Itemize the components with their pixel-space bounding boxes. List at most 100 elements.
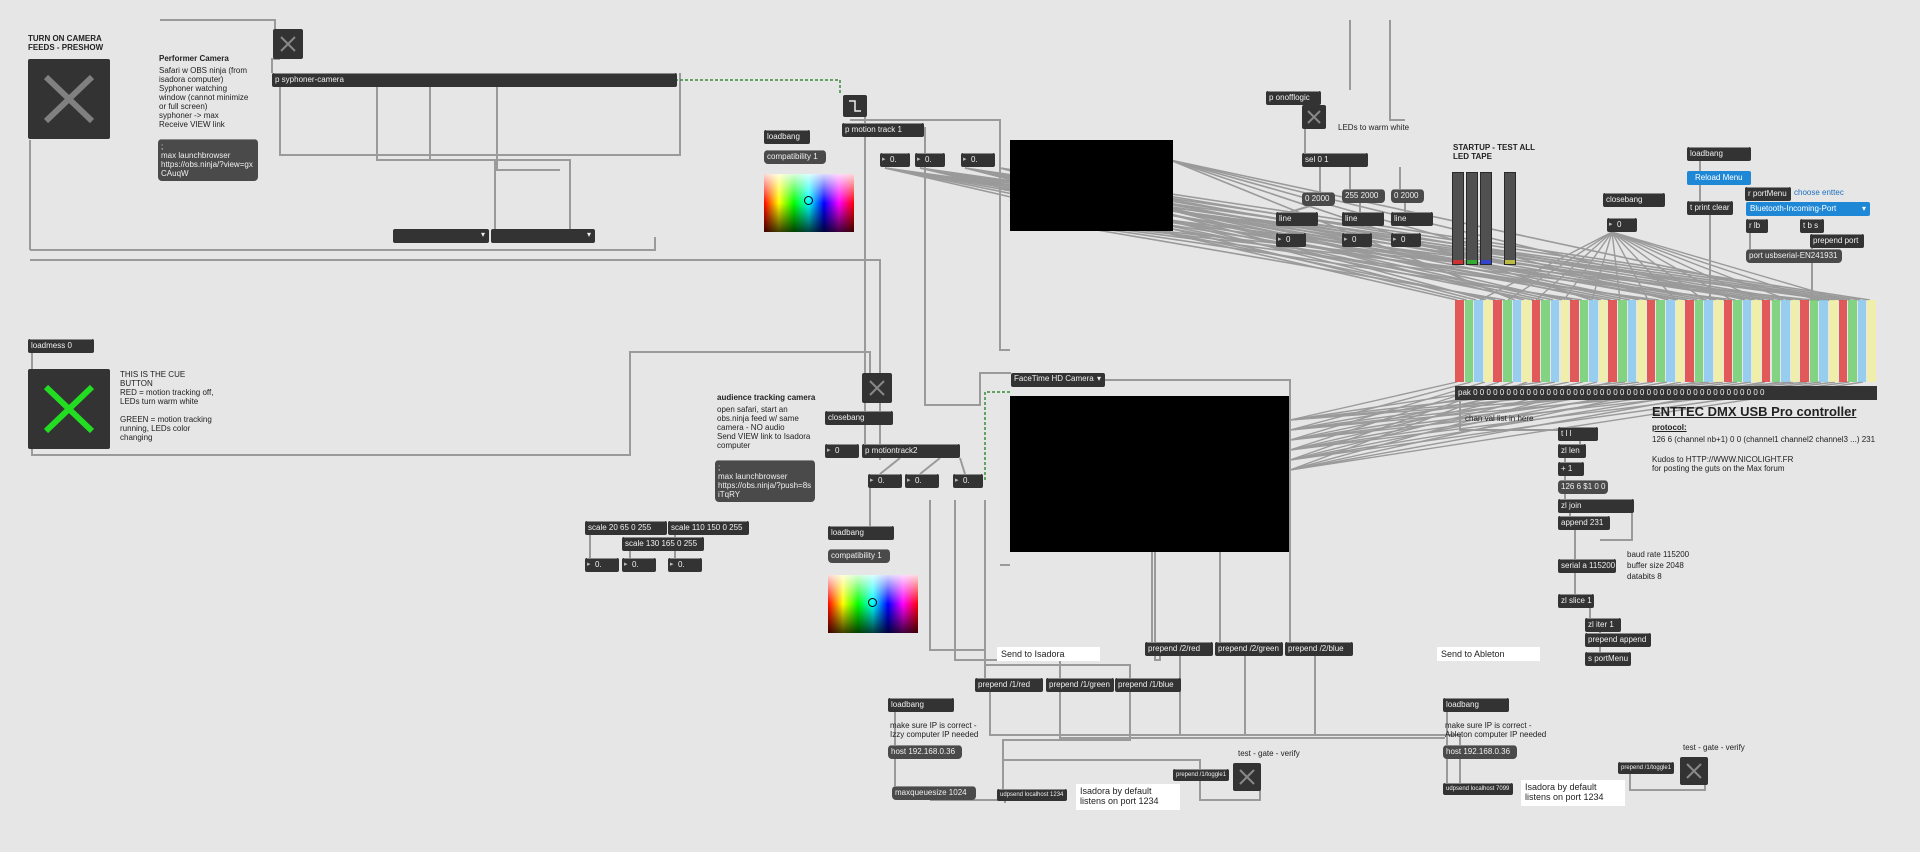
reload-menu-button[interactable]: Reload Menu bbox=[1687, 171, 1751, 185]
dmx-channel-slider[interactable] bbox=[1474, 300, 1483, 382]
host-ableton-message[interactable]: host 192.168.0.36 bbox=[1443, 745, 1517, 759]
prepend-append-object[interactable]: prepend append bbox=[1585, 633, 1651, 647]
r-portmenu-object[interactable]: r portMenu bbox=[1745, 187, 1791, 201]
ableton-test-toggle[interactable] bbox=[1680, 757, 1708, 785]
syphoner-camera-object[interactable]: p syphoner-camera bbox=[272, 73, 677, 87]
r-lb-object[interactable]: r lb bbox=[1746, 219, 1768, 233]
number-box-a2[interactable]: 0. bbox=[915, 153, 945, 167]
dmx-channel-slider[interactable] bbox=[1493, 300, 1502, 382]
number-box-a3[interactable]: 0. bbox=[961, 153, 995, 167]
port-usbserial-message[interactable]: port usbserial-EN241931 bbox=[1746, 249, 1842, 263]
dmx-channel-slider[interactable] bbox=[1857, 300, 1867, 382]
compatibility-2-message[interactable]: compatibility 1 bbox=[828, 549, 890, 563]
led-meter[interactable] bbox=[1504, 172, 1516, 265]
number-box-cb1[interactable]: 0 bbox=[1607, 218, 1637, 232]
number-box-s2[interactable]: 0. bbox=[622, 558, 656, 572]
zl-slice-object[interactable]: zl slice 1 bbox=[1558, 594, 1594, 608]
line-object-1[interactable]: line bbox=[1276, 212, 1318, 226]
isadora-test-toggle[interactable] bbox=[1233, 763, 1261, 791]
zl-iter-object[interactable]: zl iter 1 bbox=[1585, 618, 1621, 632]
loadmess-object[interactable]: loadmess 0 bbox=[28, 339, 94, 353]
dmx-channel-slider[interactable] bbox=[1646, 300, 1656, 382]
dmx-channel-slider[interactable] bbox=[1656, 300, 1665, 382]
compatibility-1-message[interactable]: compatibility 1 bbox=[764, 150, 826, 164]
number-box-l3[interactable]: 0 bbox=[1391, 233, 1421, 247]
cue-toggle[interactable] bbox=[28, 369, 110, 449]
dmx-channel-slider[interactable] bbox=[1502, 300, 1512, 382]
number-box-s3[interactable]: 0. bbox=[668, 558, 702, 572]
number-box-cb2[interactable]: 0 bbox=[825, 444, 859, 458]
dmx-channel-slider[interactable] bbox=[1512, 300, 1522, 382]
dmx-channel-slider[interactable] bbox=[1637, 300, 1646, 382]
number-box-b2[interactable]: 0. bbox=[905, 474, 939, 488]
number-box-b1[interactable]: 0. bbox=[868, 474, 902, 488]
dmx-channel-slider[interactable] bbox=[1752, 300, 1761, 382]
maxqueuesize-message[interactable]: maxqueuesize 1024 bbox=[892, 786, 976, 800]
prepend-1-blue[interactable]: prepend /1/blue bbox=[1115, 678, 1181, 692]
preshow-camera-toggle[interactable] bbox=[28, 59, 110, 139]
prepend-toggle1-isadora[interactable]: prepend /1/toggle1 bbox=[1173, 769, 1229, 781]
swatch-knob[interactable] bbox=[804, 196, 813, 205]
dmx-channel-slider[interactable] bbox=[1742, 300, 1752, 382]
loadbang-ableton-object[interactable]: loadbang bbox=[1443, 698, 1509, 712]
serial-port-menu[interactable]: Bluetooth-Incoming-Port▾ bbox=[1746, 202, 1870, 216]
prepend-1-red[interactable]: prepend /1/red bbox=[975, 678, 1043, 692]
t-print-clear-object[interactable]: t print clear bbox=[1687, 201, 1733, 215]
motion-track-1-object[interactable]: p motion track 1 bbox=[842, 123, 924, 137]
msg-0-2000-b[interactable]: 0 2000 bbox=[1391, 189, 1424, 203]
msg-0-2000[interactable]: 0 2000 bbox=[1302, 192, 1335, 206]
dmx-channel-slider[interactable] bbox=[1579, 300, 1589, 382]
plus-1-object[interactable]: + 1 bbox=[1558, 462, 1584, 476]
swatch-knob[interactable] bbox=[868, 598, 877, 607]
closebang-2-object[interactable]: closebang bbox=[825, 411, 893, 425]
audience-camera-toggle[interactable] bbox=[862, 373, 892, 403]
dmx-channel-slider[interactable] bbox=[1570, 300, 1579, 382]
number-box-b3[interactable]: 0. bbox=[953, 474, 983, 488]
color-swatch-2[interactable] bbox=[828, 575, 918, 633]
dmx-channel-slider[interactable] bbox=[1704, 300, 1713, 382]
prepend-toggle1-ableton[interactable]: prepend /1/toggle1 bbox=[1618, 762, 1674, 774]
dmx-channel-slider[interactable] bbox=[1723, 300, 1733, 382]
t-l-l-object[interactable]: t l l bbox=[1558, 427, 1598, 441]
dmx-channel-slider[interactable] bbox=[1781, 300, 1790, 382]
prepend-2-red[interactable]: prepend /2/red bbox=[1145, 642, 1213, 656]
dmx-channel-slider[interactable] bbox=[1771, 300, 1781, 382]
number-box-s1[interactable]: 0. bbox=[585, 558, 619, 572]
msg-255-2000[interactable]: 255 2000 bbox=[1342, 189, 1385, 203]
closebang-1-object[interactable]: closebang bbox=[1603, 193, 1665, 207]
dmx-channel-slider[interactable] bbox=[1733, 300, 1742, 382]
dmx-channel-slider[interactable] bbox=[1819, 300, 1829, 382]
dmx-channel-slider[interactable] bbox=[1761, 300, 1771, 382]
sel-0-1-object[interactable]: sel 0 1 bbox=[1302, 153, 1368, 167]
color-swatch-1[interactable] bbox=[764, 174, 854, 232]
zl-len-object[interactable]: zl len bbox=[1558, 444, 1586, 458]
dmx-channel-slider[interactable] bbox=[1455, 300, 1464, 382]
onofflogic-object[interactable]: p onofflogic bbox=[1266, 91, 1321, 105]
scale-object-2[interactable]: scale 110 150 0 255 bbox=[668, 521, 749, 535]
scale-object-3[interactable]: scale 130 165 0 255 bbox=[622, 537, 704, 551]
dmx-channel-slider[interactable] bbox=[1589, 300, 1598, 382]
dmx-channel-slider[interactable] bbox=[1838, 300, 1848, 382]
dmx-channel-slider[interactable] bbox=[1608, 300, 1618, 382]
launch-performer-browser-message[interactable]: ; max launchbrowser https://obs.ninja/?v… bbox=[158, 139, 258, 181]
loadbang-1-object[interactable]: loadbang bbox=[764, 130, 810, 144]
dmx-channel-slider[interactable] bbox=[1550, 300, 1560, 382]
led-meter[interactable] bbox=[1452, 172, 1464, 265]
msg-126-6[interactable]: 126 6 $1 0 0 bbox=[1558, 480, 1608, 494]
dmx-channel-slider[interactable] bbox=[1685, 300, 1694, 382]
gate-toggle-1[interactable] bbox=[843, 95, 867, 117]
dmx-channel-slider[interactable] bbox=[1666, 300, 1675, 382]
facetime-camera-menu[interactable]: FaceTime HD Camera▾ bbox=[1011, 373, 1105, 387]
led-meter[interactable] bbox=[1480, 172, 1492, 265]
dmx-channel-slider[interactable] bbox=[1627, 300, 1637, 382]
led-meter[interactable] bbox=[1466, 172, 1478, 265]
dmx-channel-slider[interactable] bbox=[1464, 300, 1474, 382]
dmx-channel-slider[interactable] bbox=[1483, 300, 1493, 382]
dmx-channel-slider[interactable] bbox=[1618, 300, 1627, 382]
prepend-1-green[interactable]: prepend /1/green bbox=[1046, 678, 1114, 692]
syphon-server-menu[interactable]: ▾ bbox=[393, 229, 489, 243]
prepend-2-green[interactable]: prepend /2/green bbox=[1215, 642, 1283, 656]
dmx-channel-slider[interactable] bbox=[1531, 300, 1541, 382]
syphon-app-menu[interactable]: ▾ bbox=[491, 229, 595, 243]
dmx-channel-slider[interactable] bbox=[1713, 300, 1723, 382]
